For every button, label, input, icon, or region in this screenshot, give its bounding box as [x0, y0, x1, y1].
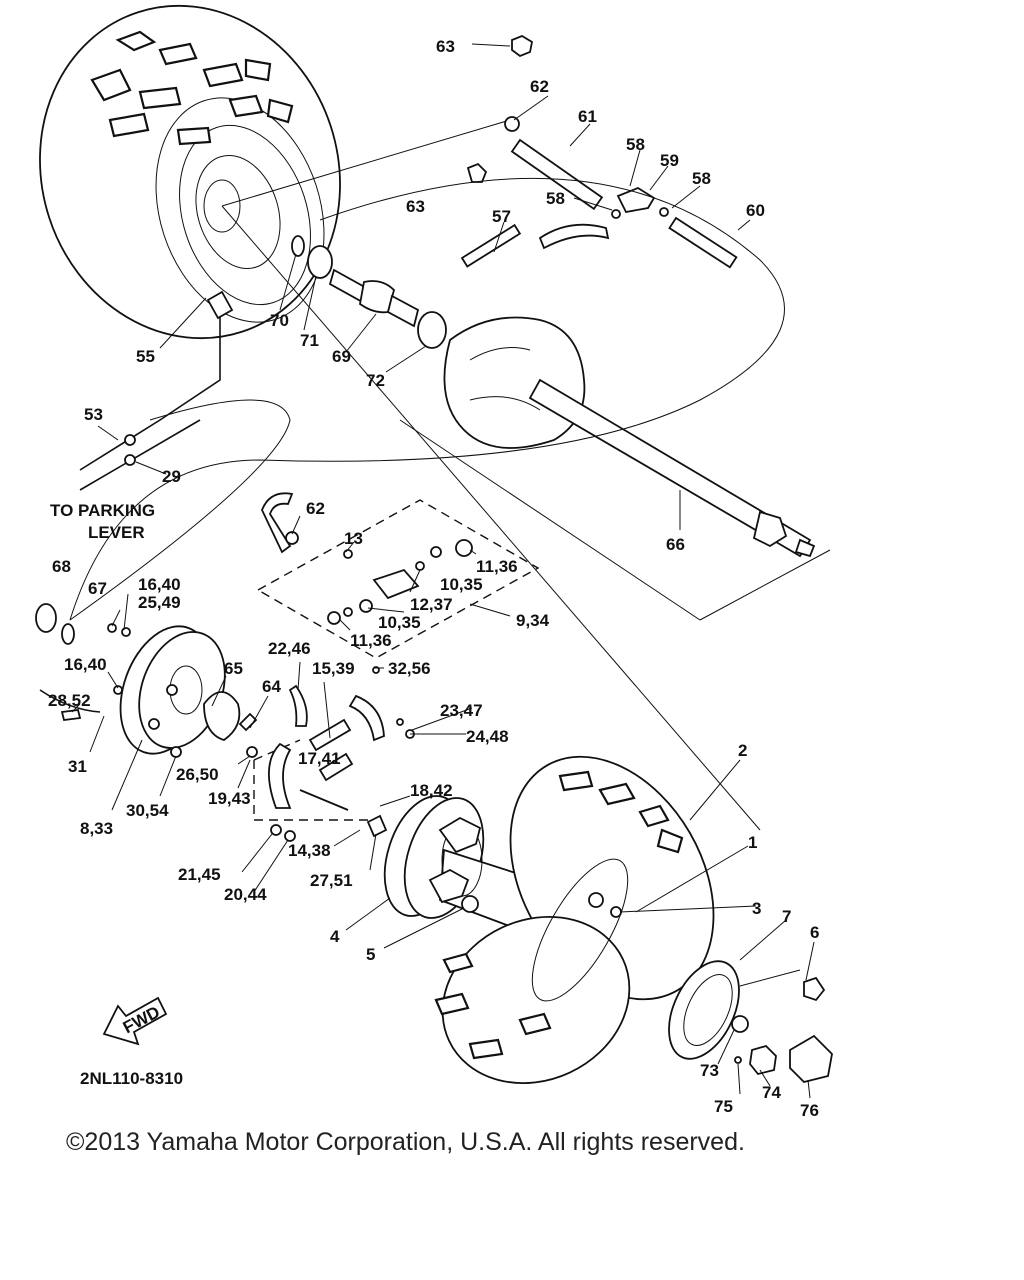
part-label: 53 — [84, 405, 103, 424]
part-label: 14,38 — [288, 841, 331, 860]
part-label: 6 — [810, 923, 819, 942]
parking-lever-callout-line1: TO PARKING — [50, 501, 155, 520]
part-label: 74 — [762, 1083, 781, 1102]
part-label: 70 — [270, 311, 289, 330]
part-label: 72 — [366, 371, 385, 390]
part-label: 16,40 — [138, 575, 181, 594]
part-label: 62 — [530, 77, 549, 96]
part-label: 3 — [752, 899, 761, 918]
part-label: 11,36 — [350, 631, 392, 650]
part-label: 69 — [332, 347, 351, 366]
part-label: 12,37 — [410, 595, 453, 614]
hub-cover-plate — [668, 960, 740, 1060]
part-label: 58 — [626, 135, 645, 154]
part-label: 58 — [546, 189, 565, 208]
part-label: 20,44 — [224, 885, 267, 904]
part-label: 23,47 — [440, 701, 483, 720]
part-label: 63 — [436, 37, 455, 56]
part-label: 75 — [714, 1097, 733, 1116]
part-label: 7 — [782, 907, 791, 926]
part-label: 27,51 — [310, 871, 353, 890]
part-label: 11,36 — [476, 557, 518, 576]
part-label: 9,34 — [516, 611, 550, 630]
part-label: 61 — [578, 107, 597, 126]
part-label: 66 — [666, 535, 685, 554]
part-label: 29 — [162, 467, 181, 486]
part-label: 31 — [68, 757, 87, 776]
part-label: 30,54 — [126, 801, 169, 820]
part-label: 25,49 — [138, 593, 181, 612]
part-label: 16,40 — [64, 655, 107, 674]
bolt-63-top — [511, 34, 534, 58]
part-label: 13 — [344, 529, 363, 548]
part-label: 22,46 — [268, 639, 311, 658]
part-label: 59 — [660, 151, 679, 170]
part-label: 2 — [738, 741, 747, 760]
part-label: 24,48 — [466, 727, 509, 746]
part-label: 19,43 — [208, 789, 251, 808]
part-label: 73 — [700, 1061, 719, 1080]
part-label: 18,42 — [410, 781, 453, 800]
part-label: 62 — [306, 499, 325, 518]
part-label: 58 — [692, 169, 711, 188]
drive-shaft-69 — [328, 268, 420, 328]
part-label: 15,39 — [312, 659, 355, 678]
part-label: 71 — [300, 331, 319, 350]
part-label: 4 — [330, 927, 340, 946]
part-label: 65 — [224, 659, 243, 678]
part-label: 17,41 — [298, 749, 341, 768]
copyright-notice: ©2013 Yamaha Motor Corporation, U.S.A. A… — [66, 1128, 745, 1156]
part-label: 68 — [52, 557, 71, 576]
parking-lever-callout-line2: LEVER — [88, 523, 145, 542]
part-label: 60 — [746, 201, 765, 220]
part-label: 21,45 — [178, 865, 221, 884]
part-label: 64 — [262, 677, 281, 696]
part-label: 32,56 — [388, 659, 431, 678]
part-label: 1 — [748, 833, 757, 852]
rear-axle-66 — [528, 378, 816, 558]
part-label: 8,33 — [80, 819, 113, 838]
part-label: 10,35 — [440, 575, 483, 594]
part-label: 57 — [492, 207, 511, 226]
part-label: 10,35 — [378, 613, 421, 632]
drawing-number: 2NL110-8310 — [80, 1069, 183, 1088]
part-label: 76 — [800, 1101, 819, 1120]
part-label: 55 — [136, 347, 155, 366]
rear-wheel-left — [39, 4, 341, 340]
part-label: 26,50 — [176, 765, 219, 784]
part-label: 63 — [406, 197, 425, 216]
part-label: 67 — [88, 579, 107, 598]
rear-wheel-right — [434, 755, 715, 1084]
final-gear-case — [443, 316, 586, 449]
bolt-63-mid — [466, 162, 488, 183]
part-label: 5 — [366, 945, 375, 964]
part-label: 28,52 — [48, 691, 91, 710]
fwd-arrow-icon — [102, 996, 168, 1046]
